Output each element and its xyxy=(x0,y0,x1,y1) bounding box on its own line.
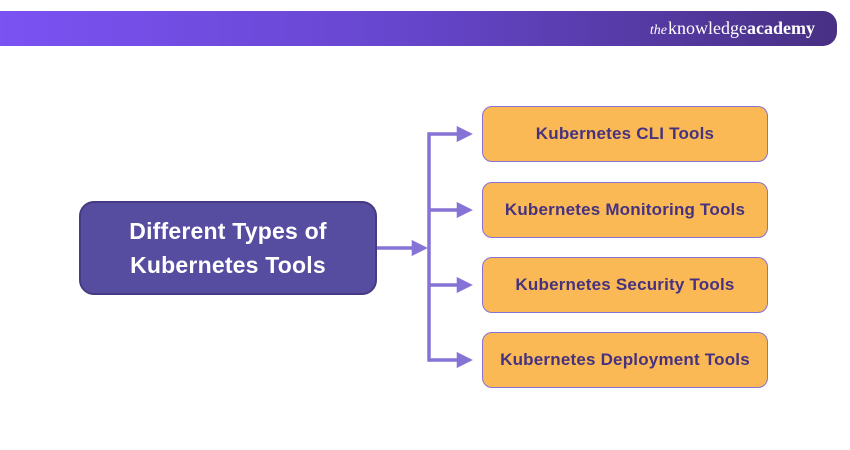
branch-node-monitoring-tools: Kubernetes Monitoring Tools xyxy=(482,182,768,238)
root-node-label-line2: Kubernetes Tools xyxy=(130,252,326,278)
branch-node-deployment-tools: Kubernetes Deployment Tools xyxy=(482,332,768,388)
branch-node-label: Kubernetes Deployment Tools xyxy=(500,350,750,369)
root-node: Different Types of Kubernetes Tools xyxy=(79,201,377,295)
logo-word-knowledge: knowledge xyxy=(668,18,748,38)
logo-word-academy: academy xyxy=(747,18,815,38)
branch-node-cli-tools: Kubernetes CLI Tools xyxy=(482,106,768,162)
header-bar: theknowledgeacademy xyxy=(0,11,837,46)
branch-node-label: Kubernetes Security Tools xyxy=(515,275,735,294)
branch-node-security-tools: Kubernetes Security Tools xyxy=(482,257,768,313)
branch-node-label: Kubernetes Monitoring Tools xyxy=(504,200,746,219)
logo-word-the: the xyxy=(649,23,668,38)
root-node-label-line1: Different Types of xyxy=(129,218,327,244)
brand-logo: theknowledgeacademy xyxy=(650,19,815,38)
branch-node-label: Kubernetes CLI Tools xyxy=(535,124,715,143)
